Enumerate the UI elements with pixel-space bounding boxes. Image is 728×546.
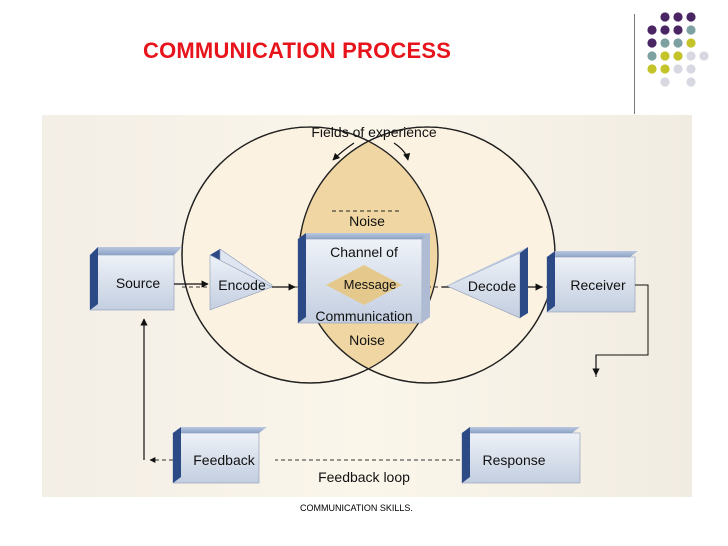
decorative-dot	[647, 25, 657, 35]
communication-process-diagram: Fields of experience Noise Noise Source …	[42, 115, 692, 497]
slide-title: COMMUNICATION PROCESS	[143, 38, 452, 63]
encode-shape: Encode	[209, 248, 273, 311]
fields-of-experience-label: Fields of experience	[311, 124, 437, 140]
decorative-dot	[686, 64, 696, 74]
feedback-loop-label: Feedback loop	[318, 469, 410, 485]
noise-bottom-label: Noise	[349, 332, 385, 348]
feedback-label: Feedback	[193, 452, 255, 468]
encode-label: Encode	[218, 277, 266, 293]
channel-top-label: Channel of	[330, 244, 398, 260]
decorative-dot	[673, 64, 683, 74]
decorative-dot	[699, 51, 709, 61]
source-box: Source	[89, 247, 182, 311]
decorative-dot	[647, 38, 657, 48]
decorative-dot	[673, 51, 683, 61]
decode-label: Decode	[468, 278, 516, 294]
decode-shape: Decode	[446, 247, 528, 319]
receiver-box: Receiver	[546, 251, 638, 313]
source-label: Source	[116, 275, 161, 291]
noise-top-label: Noise	[349, 213, 385, 229]
decorative-dot	[647, 64, 657, 74]
decorative-dot	[660, 38, 670, 48]
channel-box: Channel of Message Communication	[297, 233, 430, 324]
decorative-dot-grid	[647, 12, 709, 87]
decorative-dot	[686, 38, 696, 48]
decorative-dot	[686, 77, 696, 87]
slide-footer: COMMUNICATION SKILLS.	[300, 503, 413, 513]
response-label: Response	[482, 452, 545, 468]
decorative-dot	[660, 25, 670, 35]
decorative-dot	[660, 64, 670, 74]
decorative-dot	[673, 25, 683, 35]
decorative-dot	[686, 25, 696, 35]
fields-arrow-left	[332, 142, 355, 161]
fields-arrow-right	[393, 142, 411, 161]
decorative-dot	[660, 77, 670, 87]
channel-bottom-label: Communication	[315, 308, 412, 324]
decorative-dot	[647, 51, 657, 61]
message-label: Message	[344, 277, 397, 292]
response-box: Response	[461, 427, 581, 484]
title-divider-line	[634, 14, 635, 114]
decorative-dot	[686, 12, 696, 22]
decorative-dot	[660, 12, 670, 22]
message-diamond	[326, 265, 402, 305]
receiver-label: Receiver	[570, 277, 626, 293]
decorative-dot	[673, 38, 683, 48]
feedback-box: Feedback	[172, 427, 267, 484]
decorative-dot	[673, 12, 683, 22]
decorative-dot	[686, 51, 696, 61]
decorative-dot	[660, 51, 670, 61]
